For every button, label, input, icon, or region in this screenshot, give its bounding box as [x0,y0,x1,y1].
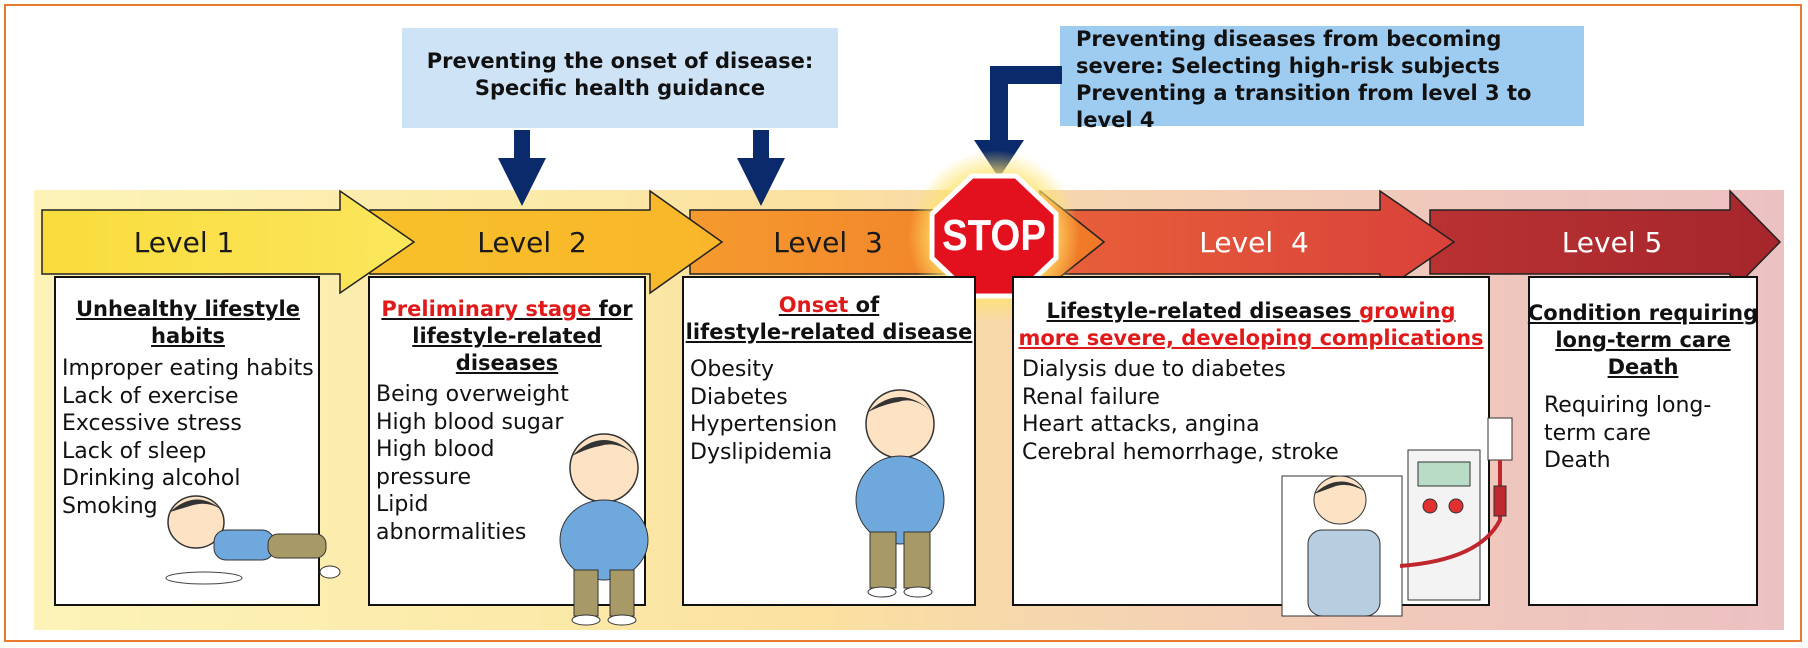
level-5-box [1528,276,1758,606]
list-item: Lack of exercise [62,383,239,409]
list-item: abnormalities [376,519,527,545]
level-3-list: Obesity Diabetes Hypertension Dyslipidem… [690,356,837,466]
level-4-list: Dialysis due to diabetes Renal failure H… [1022,356,1339,466]
level-5-title-line-1: Condition requiring [1527,301,1759,325]
level-2-title-red: Preliminary stage [381,297,592,321]
level-1-title: Unhealthy lifestyle habits [58,296,318,350]
level-2-title: Preliminary stage for lifestyle-related … [381,297,633,375]
down-arrow-to-level-3 [737,130,785,206]
level-2-title-line-2: lifestyle-related [412,324,602,348]
list-item: Cerebral hemorrhage, stroke [1022,439,1339,465]
level-1-title-line-1: Unhealthy lifestyle [76,297,300,321]
level-1-title-line-2: habits [151,324,225,348]
callout-severe-line-1: Preventing diseases from becoming [1076,27,1502,51]
list-item: Improper eating habits [62,356,314,381]
list-item: Hypertension [690,412,838,437]
level-3-title-red: Onset [778,293,849,317]
list-item: Smoking [62,493,158,519]
level-2-list: Being overweight High blood sugar High b… [376,381,569,546]
level-3-title: Onset of lifestyle-related disease [685,293,973,344]
level-5-title-line-3: Death [1607,355,1679,379]
list-item: Being overweight [376,382,569,407]
list-item: term care [1544,420,1651,446]
list-item: High blood sugar [376,409,564,435]
stop-sign-text: STOP [942,211,1046,260]
callout-onset-line-1: Preventing the onset of disease: [426,49,814,73]
callout-severe-line-4: level 4 [1076,108,1155,132]
level-4-title: Lifestyle-related diseases growing more … [1018,299,1484,350]
level-2-title-line-3: diseases [455,351,559,375]
level-4-label: Level 4 [1199,226,1309,259]
down-arrow-to-level-2 [498,130,546,206]
list-item: Dialysis due to diabetes [1022,357,1286,382]
diagram-frame [4,4,1802,642]
level-5-list: Requiring long- term care Death [1544,392,1711,475]
list-item: pressure [376,464,472,490]
list-item: Lack of sleep [62,438,207,464]
callout-onset-prevention: Preventing the onset of disease: Specifi… [402,28,838,128]
list-item: Renal failure [1022,384,1160,410]
level-2-label: Level 2 [477,226,587,259]
level-5-title-line-2: long-term care [1555,328,1731,352]
level-4-title-red-b: more severe, developing complications [1018,326,1484,350]
level-5-arrow [1429,189,1782,295]
callout-severe-line-3: Preventing a transition from level 3 to [1076,81,1532,105]
list-item: Requiring long- [1544,393,1712,418]
level-4-arrow [1049,189,1456,295]
level-5-title: Condition requiring long-term care Death [1520,300,1766,381]
level-5-label: Level 5 [1562,226,1663,259]
list-item: Obesity [690,357,775,382]
list-item: High blood [376,437,495,462]
level-1-label: Level 1 [134,226,235,259]
callout-severe-line-2: severe: Selecting high-risk subjects [1076,54,1500,78]
level-2-arrow [369,189,724,295]
level-1-list: Improper eating habits Lack of exercise … [62,355,314,520]
level-4-title-red-a: growing [1359,299,1456,323]
list-item: Death [1544,448,1611,473]
list-item: Heart attacks, angina [1022,412,1260,437]
list-item: Dyslipidemia [690,439,833,465]
list-item: Lipid [376,492,429,517]
list-item: Diabetes [690,384,788,410]
callout-onset-line-2: Specific health guidance [474,76,766,100]
list-item: Excessive stress [62,411,242,436]
callout-severe-prevention: Preventing diseases from becoming severe… [1060,26,1584,132]
level-3-title-line-2: lifestyle-related disease [685,320,973,344]
level-3-label: Level 3 [773,226,883,259]
level-1-arrow [41,189,416,295]
list-item: Drinking alcohol [62,466,241,491]
